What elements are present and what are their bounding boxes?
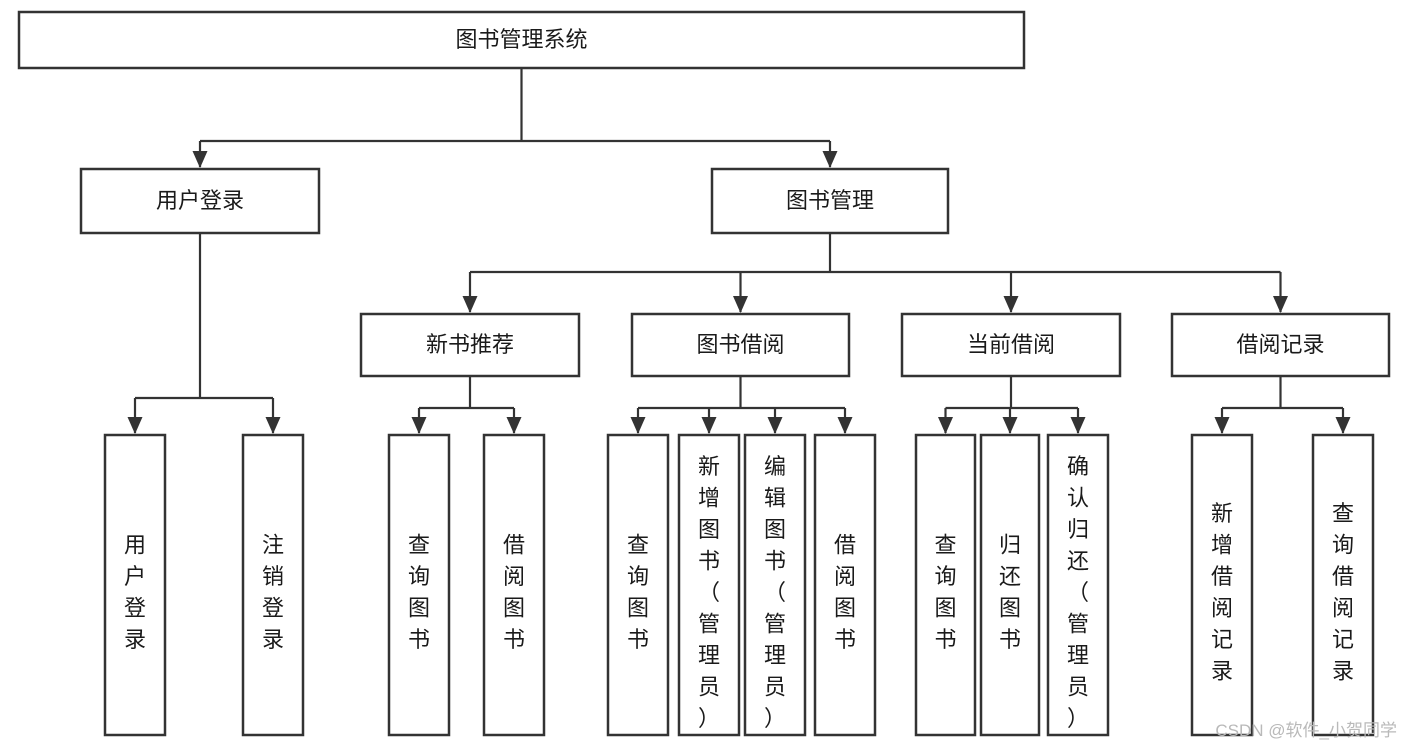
node-box	[743, 433, 807, 737]
node-label: 新增借阅记录	[1211, 501, 1233, 684]
node-label: 图书管理系统	[455, 27, 587, 52]
node-box	[17, 10, 1026, 70]
node-box	[241, 433, 305, 737]
node-leaf-add-book-admin[interactable]: 新增图书（管理员）	[677, 433, 741, 737]
node-leaf-query-book-rec[interactable]: 查询图书	[387, 433, 451, 737]
node-book-borrow[interactable]: 图书借阅	[630, 312, 851, 378]
node-box	[103, 433, 167, 737]
csdn-watermark: CSDN @软件_小贺同学	[1215, 721, 1397, 740]
node-book-manage[interactable]: 图书管理	[710, 167, 950, 235]
arrow-head-icon	[1214, 417, 1230, 434]
node-label: 借阅图书	[834, 532, 856, 652]
node-root[interactable]: 图书管理系统	[17, 10, 1026, 70]
node-box	[677, 433, 741, 737]
node-box	[813, 433, 877, 737]
arrow-head-icon	[938, 417, 953, 434]
node-leaf-add-borrow-record[interactable]: 新增借阅记录	[1190, 433, 1254, 737]
node-box	[630, 312, 851, 378]
node-box	[979, 433, 1041, 737]
node-leaf-user-login[interactable]: 用户登录	[103, 433, 167, 737]
node-leaf-query-book-cur[interactable]: 查询图书	[914, 433, 977, 737]
node-box	[79, 167, 321, 235]
node-label: 查询图书	[934, 532, 956, 652]
node-label: 确认归还（管理员）	[1067, 454, 1089, 731]
arrow-head-icon	[1003, 296, 1019, 313]
node-box	[1190, 433, 1254, 737]
arrow-head-icon	[127, 417, 143, 434]
node-new-book-recommend[interactable]: 新书推荐	[359, 312, 581, 378]
arrow-head-icon	[462, 296, 478, 313]
node-leaf-borrow-book-rec[interactable]: 借阅图书	[482, 433, 546, 737]
node-leaf-query-book-borrow[interactable]: 查询图书	[606, 433, 670, 737]
arrow-head-icon	[265, 417, 281, 434]
arrow-head-icon	[411, 417, 427, 434]
arrow-head-icon	[733, 296, 748, 313]
arrow-head-icon	[1335, 417, 1351, 434]
node-leaf-confirm-return-admin[interactable]: 确认归还（管理员）	[1046, 433, 1110, 737]
node-box	[359, 312, 581, 378]
node-box	[1170, 312, 1391, 378]
node-label: 新书推荐	[426, 332, 514, 357]
node-borrow-record[interactable]: 借阅记录	[1170, 312, 1391, 378]
node-label: 借阅记录	[1236, 332, 1324, 357]
arrow-head-icon	[822, 151, 838, 168]
arrow-head-icon	[1070, 417, 1086, 434]
arrow-head-icon	[837, 417, 853, 434]
node-box	[1311, 433, 1375, 737]
node-box	[387, 433, 451, 737]
node-leaf-logout-login[interactable]: 注销登录	[241, 433, 305, 737]
node-user-login[interactable]: 用户登录	[79, 167, 321, 235]
node-label: 用户登录	[124, 532, 146, 652]
node-label: 查询借阅记录	[1332, 501, 1354, 684]
node-label: 查询图书	[627, 532, 649, 652]
nodes-layer: 图书管理系统用户登录图书管理新书推荐图书借阅当前借阅借阅记录用户登录注销登录查询…	[17, 10, 1391, 737]
node-box	[914, 433, 977, 737]
node-label: 归还图书	[999, 532, 1021, 652]
node-label: 用户登录	[156, 188, 244, 213]
node-leaf-query-borrow-record[interactable]: 查询借阅记录	[1311, 433, 1375, 737]
node-current-borrow[interactable]: 当前借阅	[900, 312, 1122, 378]
node-box	[482, 433, 546, 737]
edges-layer	[127, 68, 1351, 434]
arrow-head-icon	[506, 417, 522, 434]
node-box	[900, 312, 1122, 378]
node-leaf-borrow-book[interactable]: 借阅图书	[813, 433, 877, 737]
node-label: 查询图书	[408, 532, 430, 652]
node-label: 图书借阅	[696, 332, 784, 357]
arrow-head-icon	[701, 417, 717, 434]
arrow-head-icon	[630, 417, 646, 434]
node-label: 借阅图书	[503, 532, 525, 652]
node-leaf-return-book[interactable]: 归还图书	[979, 433, 1041, 737]
arrow-head-icon	[1273, 296, 1288, 313]
arrow-head-icon	[1002, 417, 1018, 434]
node-label: 注销登录	[262, 532, 284, 652]
node-box	[710, 167, 950, 235]
node-box	[1046, 433, 1110, 737]
arrow-head-icon	[192, 151, 208, 168]
arrow-head-icon	[767, 417, 783, 434]
node-box	[606, 433, 670, 737]
node-label: 图书管理	[786, 188, 874, 213]
node-label: 当前借阅	[967, 332, 1055, 357]
node-label: 新增图书（管理员）	[698, 454, 720, 731]
node-label: 编辑图书（管理员）	[764, 454, 786, 731]
node-leaf-edit-book-admin[interactable]: 编辑图书（管理员）	[743, 433, 807, 737]
